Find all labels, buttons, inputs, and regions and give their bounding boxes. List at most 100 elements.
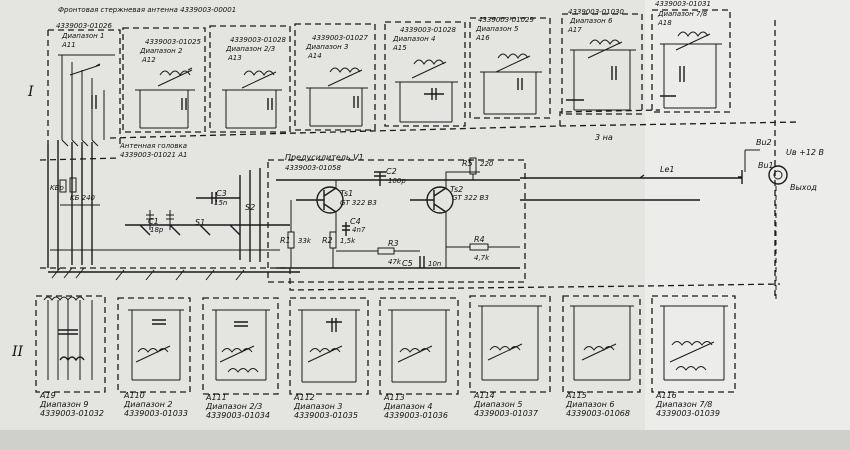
top-module-1-code: 4339003-01026 — [56, 22, 113, 30]
top-module-4-code: 4339003-01027 — [312, 34, 369, 42]
preamp-code: 4339003-01058 — [285, 164, 342, 172]
top-module-5-band: Диапазон 4 — [392, 35, 435, 43]
top-module-2-band: Диапазон 2 — [139, 47, 183, 55]
r1-label: R1 — [280, 236, 291, 245]
r2-label: R2 — [322, 236, 333, 245]
bu2-label: Bu2 — [756, 138, 772, 147]
c3-value: 15n — [214, 199, 227, 207]
output-wiring — [520, 149, 788, 300]
bottom-module-circuits — [43, 296, 728, 383]
r4-value: 4,7k — [474, 254, 490, 262]
top-module-7-ref: A17 — [567, 26, 582, 34]
bottom-module-3-code: 4339003-01034 — [206, 411, 270, 420]
bottom-module-6-ref: A114 — [473, 391, 495, 400]
bottom-module-3-band: Диапазон 2/3 — [205, 402, 262, 411]
bottom-module-1-ref: A19 — [39, 391, 56, 400]
bottom-module-4-code: 4339003-01035 — [294, 411, 358, 420]
top-module-5-ref: A15 — [392, 44, 407, 52]
bottom-module-2-ref: A110 — [123, 391, 145, 400]
bottom-module-8-code: 4339003-01039 — [656, 409, 720, 418]
bottom-module-3-ref: A111 — [205, 393, 227, 402]
r5-label: R5 — [462, 159, 473, 168]
c3-symbol — [196, 192, 240, 204]
top-module-4-band: Диапазон 3 — [305, 43, 348, 51]
preamp-labels: C2 100p Ts1 GT 322 B3 Ts2 GT 322 B3 R1 3… — [280, 159, 494, 268]
preamp-circuit — [276, 157, 520, 269]
top-module-frames — [47, 9, 731, 145]
bottom-module-1-band: Диапазон 9 — [39, 400, 89, 409]
bottom-module-2-band: Диапазон 2 — [123, 400, 173, 409]
ts2-label: Ts2 — [450, 185, 463, 194]
bottom-margin — [0, 430, 850, 450]
preamp-frame — [267, 159, 526, 283]
le1-label: Le1 — [660, 165, 674, 174]
switch-s2-label: S2 — [245, 203, 255, 212]
top-module-3-band: Диапазон 2/3 — [225, 45, 275, 53]
top-module-3-ref: A13 — [227, 54, 242, 62]
r4-label: R4 — [474, 235, 485, 244]
kbp-label: KБр — [50, 184, 64, 192]
top-module-7-band: Диапазон 6 — [569, 17, 613, 25]
top-module-circuits — [58, 31, 722, 147]
r1-value: 33k — [298, 237, 312, 245]
bottom-module-2-code: 4339003-01033 — [124, 409, 188, 418]
bu1-label: Bu1 — [758, 161, 774, 170]
top-module-8-code: 4339003-01031 — [655, 0, 711, 8]
bottom-module-frames — [35, 295, 736, 395]
ub-label: Uв +12 В — [786, 148, 824, 157]
preamp-title: Предусилитель V1 — [285, 153, 364, 162]
c1-label: C1 — [148, 217, 159, 226]
bottom-module-8-band: Диапазон 7/8 — [655, 400, 712, 409]
top-module-6-band: Диапазон 5 — [475, 25, 519, 33]
top-note-label: Фронтовая стержневая антенна 4339003-000… — [58, 6, 236, 14]
bottom-module-4-ref: A112 — [293, 393, 315, 402]
left-switch-bus — [47, 140, 300, 281]
bottom-module-4-band: Диапазон 3 — [293, 402, 343, 411]
top-module-8-band: Диапазон 7/8 — [657, 10, 708, 18]
c4-value: 4n7 — [352, 226, 366, 234]
c5-label: C5 — [402, 259, 413, 268]
c1-value: 18p — [150, 226, 164, 234]
top-module-2-ref: A12 — [141, 56, 156, 64]
section-label-ii: II — [11, 344, 24, 360]
c4-label: C4 — [350, 217, 361, 226]
r3-label: R3 — [388, 239, 399, 248]
bottom-module-7-ref: A115 — [565, 391, 587, 400]
top-module-2-code: 4339003-01025 — [145, 38, 202, 46]
zna-label: 3 на — [595, 133, 613, 142]
c3-label: C3 — [216, 189, 227, 198]
switch-s1-label: S1 — [195, 218, 205, 227]
antenna-head-label: Антенная головка — [119, 142, 187, 150]
section-label-i: I — [27, 84, 34, 100]
bottom-module-6-code: 4339003-01037 — [474, 409, 539, 418]
top-module-6-ref: A16 — [475, 34, 490, 42]
ts2-type: GT 322 B3 — [452, 194, 489, 202]
bottom-module-7-band: Диапазон 6 — [565, 400, 615, 409]
bottom-module-8-ref: A116 — [655, 391, 677, 400]
r3-value: 47k — [388, 258, 402, 266]
out-label: Выход — [790, 183, 817, 192]
boundary-lines — [39, 20, 801, 300]
bottom-module-5-ref: A113 — [383, 393, 405, 402]
kb-label: KБ 240 — [70, 194, 96, 202]
c2-value: 100p — [388, 177, 406, 185]
antenna-head-code: 4339003-01021 A1 — [120, 151, 187, 159]
bottom-module-7-code: 4339003-01068 — [566, 409, 630, 418]
top-module-6-code: 4339003-01029 — [478, 16, 535, 24]
top-module-5-code: 4339003-01028 — [400, 26, 457, 34]
top-module-3-code: 4339003-01028 — [230, 36, 287, 44]
top-module-labels: 4339003-01026 Диапазон 1 A11 4339003-010… — [56, 0, 711, 64]
c2-label: C2 — [386, 167, 397, 176]
bottom-module-1-code: 4339003-01032 — [40, 409, 104, 418]
top-module-4-ref: A14 — [307, 52, 322, 60]
r2-value: 1,5k — [340, 237, 356, 245]
top-module-1-band: Диапазон 1 — [61, 32, 104, 40]
top-module-1-ref: A11 — [61, 41, 76, 49]
bottom-module-5-band: Диапазон 4 — [383, 402, 433, 411]
bottom-module-5-code: 4339003-01036 — [384, 411, 448, 420]
bottom-module-6-band: Диапазон 5 — [473, 400, 523, 409]
ts1-type: GT 322 B3 — [340, 199, 377, 207]
top-module-8-ref: A18 — [657, 19, 672, 27]
right-sheet-panel — [645, 0, 850, 450]
